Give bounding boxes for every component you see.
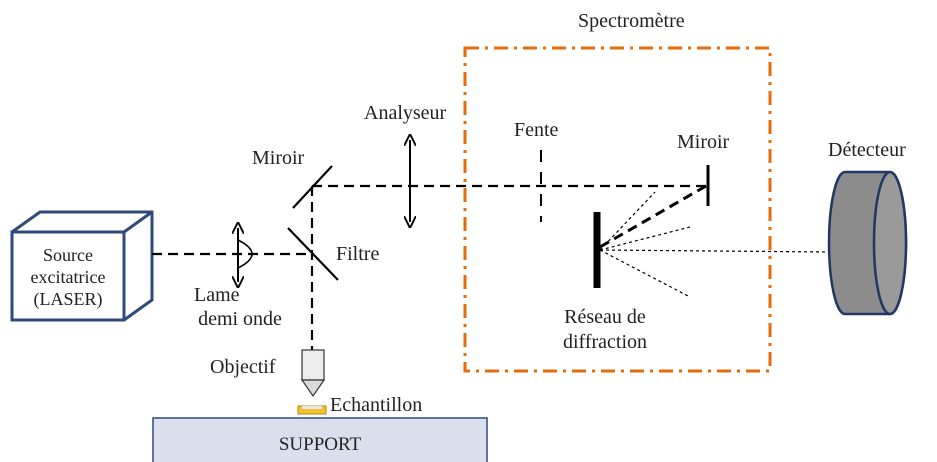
label-echantillon: Echantillon (330, 394, 423, 416)
objective-element (300, 349, 326, 398)
label-source-line3: (LASER) (33, 288, 103, 309)
label-reseau-line1: Réseau de (564, 306, 646, 328)
support-block (152, 417, 488, 462)
label-source: Source excitatrice (LASER) (14, 245, 122, 311)
mirror-element (292, 165, 333, 209)
label-fente: Fente (514, 119, 559, 141)
label-source-line1: Source (43, 245, 93, 265)
beam-mirror-to-grating (599, 184, 707, 249)
label-analyseur: Analyseur (364, 102, 447, 124)
label-lame-line1: Lame (194, 284, 240, 306)
filter-element (287, 227, 339, 281)
label-support: SUPPORT (278, 434, 362, 455)
sample-element (297, 405, 327, 415)
label-detecteur: Détecteur (828, 139, 906, 161)
half-wave-plate (238, 228, 253, 282)
detector-cylinder (827, 170, 908, 316)
label-reseau-line2: diffraction (562, 331, 648, 353)
label-reseau: Réseau de diffraction (540, 305, 670, 355)
laser-source-box (10, 210, 154, 322)
label-objectif: Objectif (210, 356, 276, 378)
spectrometer-box (463, 46, 772, 373)
label-miroir: Miroir (252, 147, 305, 169)
label-lame-line2: demi onde (198, 308, 282, 330)
diffracted-rays (599, 191, 831, 298)
label-spectrometre: Spectromètre (578, 10, 685, 32)
label-lame: Lame demi onde (180, 283, 300, 331)
label-filtre: Filtre (336, 243, 380, 265)
label-source-line2: excitatrice (30, 266, 106, 287)
label-miroir-spectro: Miroir (677, 131, 730, 153)
